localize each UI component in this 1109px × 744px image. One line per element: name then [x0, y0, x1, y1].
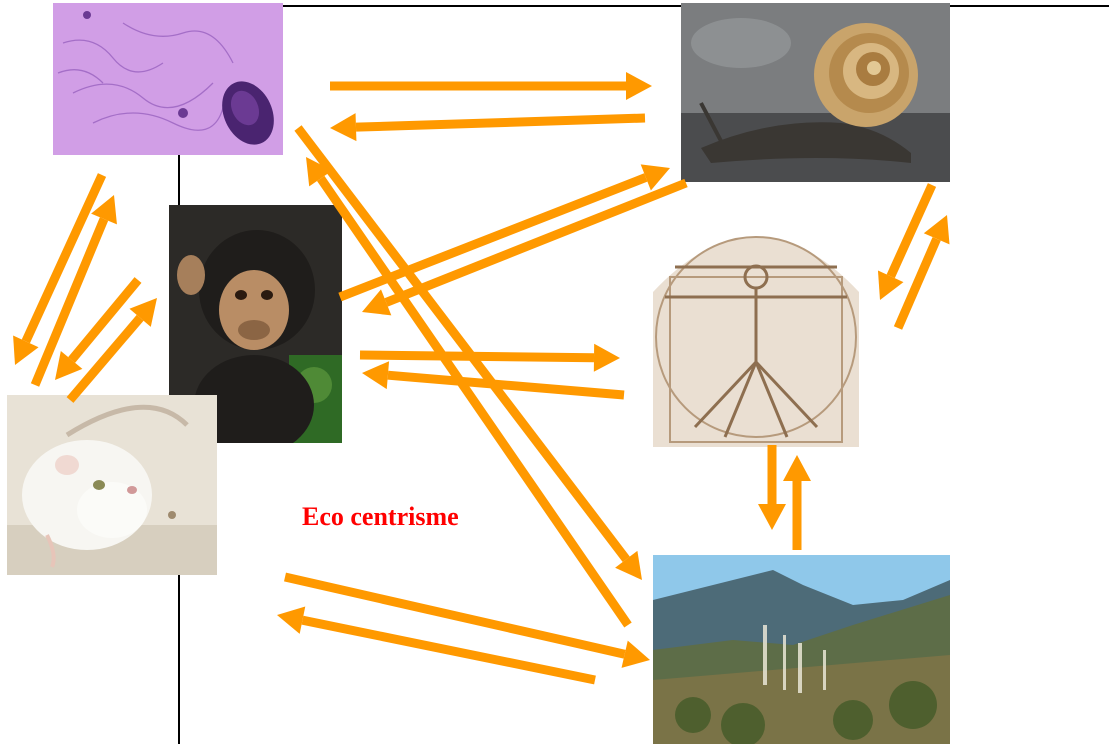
arrow-mouse-to-landscape-shaft [285, 577, 625, 654]
arrow-mouse-to-chimpanzee-shaft [70, 318, 140, 400]
arrow-landscape-to-vitruvian-man-head [783, 455, 811, 481]
caption-eco-centrisme: Eco centrisme [302, 502, 459, 532]
arrow-snail-to-bacterium-shaft [356, 118, 645, 127]
arrow-snail-to-chimpanzee-shaft [386, 183, 686, 302]
arrow-chimpanzee-to-vitruvian-man-head [594, 344, 620, 372]
arrow-bacterium-to-landscape-shaft [298, 128, 626, 559]
arrow-vitruvian-man-to-landscape-head [758, 504, 786, 530]
arrow-chimpanzee-to-mouse-shaft [72, 280, 138, 360]
arrow-snail-to-bacterium-head [330, 113, 356, 141]
arrow-vitruvian-man-to-chimpanzee-shaft [388, 375, 624, 395]
arrow-chimpanzee-to-vitruvian-man-shaft [360, 355, 594, 358]
arrow-mouse-to-landscape-head [622, 641, 650, 668]
arrow-landscape-to-mouse-shaft [302, 620, 595, 680]
arrow-bacterium-to-snail-head [626, 72, 652, 100]
arrow-landscape-to-mouse-head [277, 606, 305, 633]
arrow-vitruvian-man-to-chimpanzee-head [362, 361, 389, 389]
